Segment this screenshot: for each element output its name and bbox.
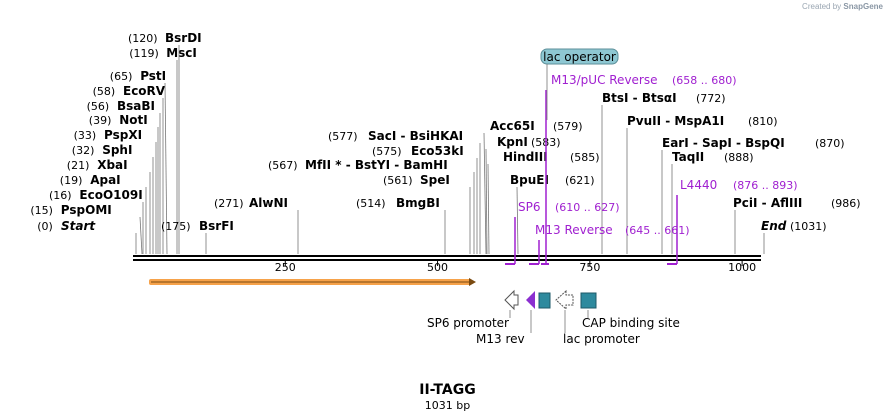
lac-promoter-icon: [555, 289, 574, 311]
site-position: (1031): [790, 220, 827, 233]
site-name: BmgBI: [396, 196, 440, 210]
scale-tick-label: 250: [275, 261, 296, 274]
site-name: XbaI: [97, 158, 127, 172]
site-name: BsaBI: [117, 99, 155, 113]
site-position: (579): [553, 120, 583, 133]
site-name: BsrDI: [165, 31, 202, 45]
site-position: (120): [128, 32, 158, 45]
watermark-prefix: Created by: [802, 2, 842, 11]
feature-label: CAP binding site: [582, 316, 680, 330]
lac-operator-label: lac operator: [543, 50, 616, 64]
site-position: (575): [372, 145, 402, 158]
site-name: SpeI: [420, 173, 450, 187]
m13-rev-icon: [526, 291, 535, 309]
site-connector: [487, 163, 490, 255]
cap-binding-site-icon: [580, 292, 597, 309]
site-name: EcoRV: [123, 84, 166, 98]
site-position: (585): [570, 151, 600, 164]
site-name: TaqII: [672, 150, 704, 164]
snapgene-logo: SnapGene: [843, 2, 883, 11]
scale-tick-label: 750: [579, 261, 600, 274]
site-position: (621): [565, 174, 595, 187]
site-name: PciI - AflIII: [733, 196, 802, 210]
primer-range: (645 .. 661): [625, 224, 690, 237]
site-name: SphI: [102, 143, 132, 157]
site-connector: [483, 132, 487, 255]
site-position: (888): [724, 151, 754, 164]
scale-tick-label: 1000: [728, 261, 756, 274]
site-position: (772): [696, 92, 726, 105]
site-position: (561): [383, 174, 413, 187]
site-name: AlwNI: [249, 196, 288, 210]
site-name: BsrFI: [199, 219, 234, 233]
site-position: (56): [87, 100, 110, 113]
site-name: MfII * - BstYI - BamHI: [305, 158, 448, 172]
site-name: Acc65I: [490, 119, 535, 133]
site-position: (15): [30, 204, 53, 217]
site-name: PspXI: [104, 128, 142, 142]
site-position: (16): [49, 189, 72, 202]
primer-name: M13/pUC Reverse: [551, 73, 658, 87]
watermark: Created by SnapGene: [802, 2, 883, 11]
site-position: (0): [37, 220, 53, 233]
site-name: MscI: [166, 46, 197, 60]
site-name: BtsI - BtsαI: [602, 91, 677, 105]
site-connector: [485, 148, 488, 255]
site-position: (271): [214, 197, 244, 210]
site-name: Start: [61, 219, 96, 233]
feature-label: lac promoter: [563, 332, 640, 346]
site-name: PstI: [140, 69, 166, 83]
site-position: (870): [815, 137, 845, 150]
site-name: End: [761, 219, 787, 233]
primer-range: (876 .. 893): [733, 179, 798, 192]
site-position: (986): [831, 197, 861, 210]
site-name: EcoO109I: [79, 188, 142, 202]
primer-name: M13 Reverse: [535, 223, 613, 237]
operator-box-icon: [538, 292, 551, 309]
primer-name: L4440: [680, 178, 717, 192]
site-position: (567): [268, 159, 298, 172]
site-position: (514): [356, 197, 386, 210]
map-title: II-TAGG: [419, 382, 475, 398]
site-name: NotI: [119, 113, 148, 127]
site-position: (577): [328, 130, 358, 143]
site-position: (39): [89, 114, 112, 127]
site-position: (175): [161, 220, 191, 233]
scale-tick-label: 500: [427, 261, 448, 274]
site-position: (33): [74, 129, 97, 142]
primer-range: (610 .. 627): [555, 201, 620, 214]
map-length: 1031 bp: [425, 399, 470, 412]
site-name: PvuII - MspA1I: [627, 114, 724, 128]
site-name: ApaI: [90, 173, 120, 187]
orf-arrowhead: [469, 278, 476, 286]
site-connector: [139, 216, 143, 255]
site-connector: [164, 82, 168, 255]
site-connector: [516, 186, 519, 255]
lac-operator-badge: [540, 48, 619, 65]
site-name: SacI - BsiHKAI: [368, 129, 463, 143]
site-position: (119): [129, 47, 159, 60]
site-name: HindIII: [503, 150, 548, 164]
site-position: (21): [67, 159, 90, 172]
site-position: (810): [748, 115, 778, 128]
site-name: KpnI: [497, 135, 528, 149]
site-name: BpuEI: [510, 173, 549, 187]
feature-label: SP6 promoter: [427, 316, 509, 330]
feature-label: M13 rev: [476, 332, 525, 346]
site-name: EarI - SapI - BspQI: [662, 136, 785, 150]
site-position: (65): [110, 70, 133, 83]
sp6-promoter-icon: [504, 289, 519, 311]
primer-range: (658 .. 680): [672, 74, 737, 87]
site-position: (58): [93, 85, 116, 98]
primer-name: SP6: [518, 200, 541, 214]
site-name: Eco53kI: [411, 144, 464, 158]
site-name: PspOMI: [61, 203, 112, 217]
site-position: (32): [72, 144, 95, 157]
site-position: (19): [60, 174, 83, 187]
